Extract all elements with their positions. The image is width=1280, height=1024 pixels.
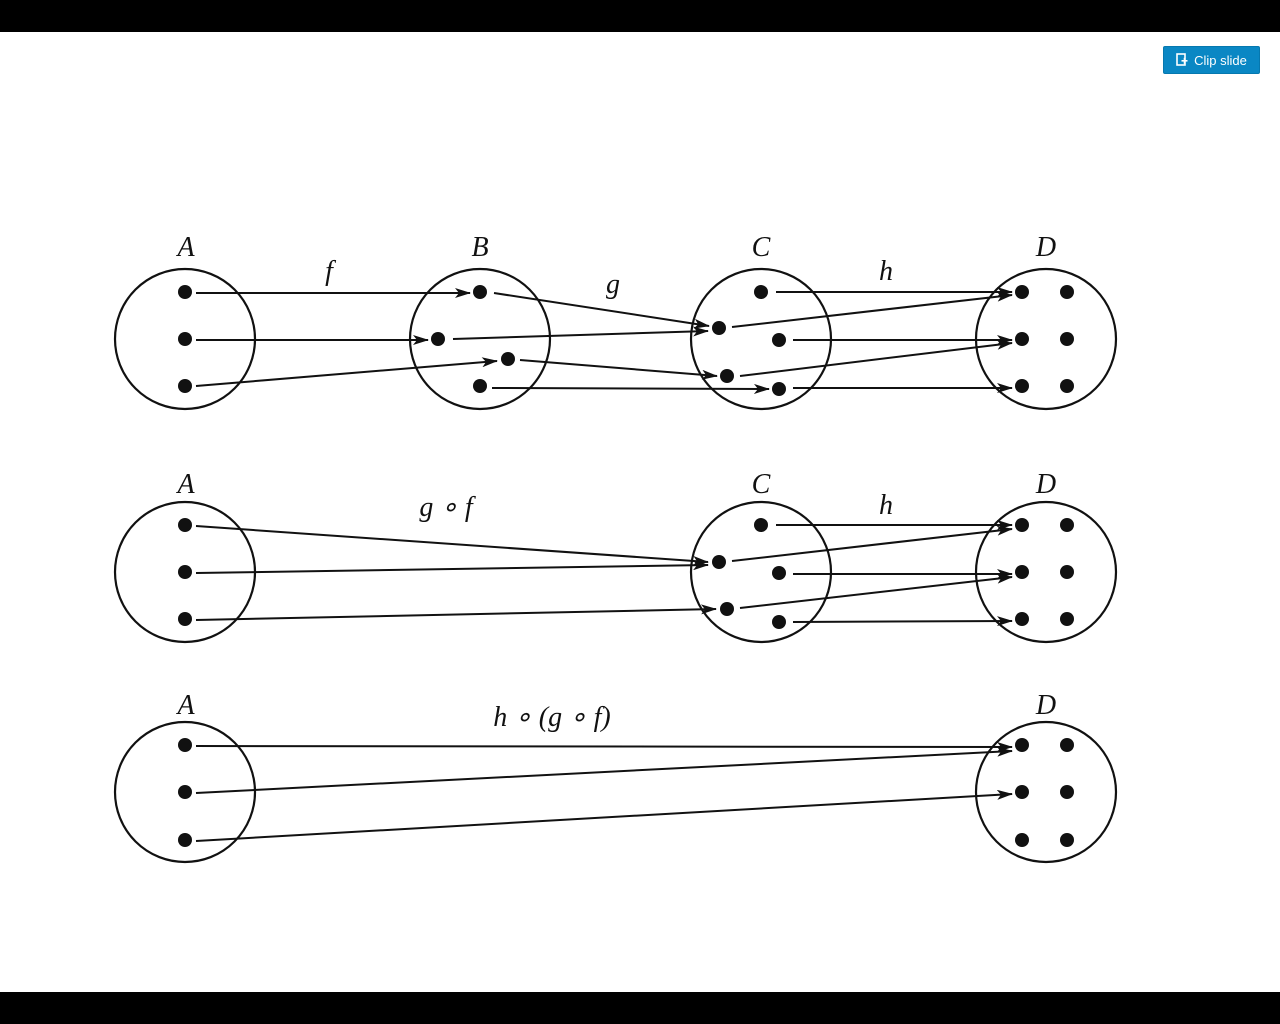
set-label-a: A <box>175 690 195 721</box>
set-label-d: D <box>1035 690 1056 721</box>
slide-canvas <box>0 32 1280 992</box>
mapping-arrow <box>195 357 498 387</box>
set-d <box>974 720 1118 864</box>
element-dot <box>1015 785 1029 799</box>
element-dot <box>178 785 192 799</box>
element-dot <box>1060 285 1074 299</box>
mapping-arrow <box>491 383 770 394</box>
element-dot <box>1060 738 1074 752</box>
mapping-arrow <box>731 525 1013 562</box>
element-dot <box>178 738 192 752</box>
clip-icon <box>1176 53 1188 67</box>
element-dot <box>712 321 726 335</box>
arrow-label-g-of-f: g ∘ f <box>419 492 476 523</box>
mapping-arrow <box>195 560 709 574</box>
clip-slide-label: Clip slide <box>1194 52 1247 68</box>
element-dot <box>431 332 445 346</box>
mapping-arrow <box>195 604 717 621</box>
element-dot <box>1060 785 1074 799</box>
element-dot <box>754 285 768 299</box>
set-label-b: B <box>471 232 488 263</box>
element-dot <box>772 382 786 396</box>
arrow-label-g: g <box>606 269 620 300</box>
mapping-arrow <box>493 292 710 329</box>
element-dot <box>754 518 768 532</box>
element-dot <box>1015 332 1029 346</box>
element-dot <box>1060 518 1074 532</box>
element-dot <box>772 615 786 629</box>
element-dot <box>1060 379 1074 393</box>
element-dot <box>1015 612 1029 626</box>
element-dot <box>473 285 487 299</box>
bottom-bar <box>0 992 1280 1024</box>
arrow-label-h: h <box>879 490 893 521</box>
set-label-d: D <box>1035 469 1056 500</box>
set-d <box>974 500 1118 644</box>
mapping-arrow <box>195 789 1013 842</box>
element-dot <box>772 566 786 580</box>
arrow-label-h: h <box>879 256 893 287</box>
element-dot <box>772 333 786 347</box>
arrow-label-h-of-g-of-f: h ∘ (g ∘ f) <box>493 702 610 733</box>
mapping-arrow <box>195 741 1013 752</box>
element-dot <box>178 565 192 579</box>
element-dot <box>1060 833 1074 847</box>
element-dot <box>1015 285 1029 299</box>
set-c <box>689 500 833 644</box>
element-dot <box>501 352 515 366</box>
row-1: A B C D f g h <box>113 232 1118 411</box>
clip-slide-button[interactable]: Clip slide <box>1163 46 1260 74</box>
set-label-a: A <box>175 469 195 500</box>
element-dot <box>178 285 192 299</box>
mapping-arrow <box>731 291 1013 328</box>
mapping-arrow <box>739 573 1013 609</box>
mapping-arrow <box>739 339 1013 377</box>
element-dot <box>1015 833 1029 847</box>
mapping-arrow <box>519 359 718 380</box>
element-dot <box>1015 518 1029 532</box>
set-label-d: D <box>1035 232 1056 263</box>
top-bar <box>0 0 1280 32</box>
set-label-a: A <box>175 232 195 263</box>
element-dot <box>1060 332 1074 346</box>
row-3: A D h ∘ (g ∘ f) <box>113 690 1118 864</box>
row-2: A C D g ∘ f h <box>113 469 1118 644</box>
element-dot <box>1015 565 1029 579</box>
mapping-arrow <box>195 525 709 566</box>
element-dot <box>1060 565 1074 579</box>
element-dot <box>178 332 192 346</box>
element-dot <box>1015 379 1029 393</box>
element-dot <box>720 602 734 616</box>
element-dot <box>1060 612 1074 626</box>
element-dot <box>712 555 726 569</box>
mapping-arrow <box>195 746 1013 794</box>
element-dot <box>473 379 487 393</box>
element-dot <box>178 379 192 393</box>
set-a <box>113 720 257 864</box>
set-label-c: C <box>752 469 771 500</box>
element-dot <box>178 833 192 847</box>
set-label-c: C <box>752 232 771 263</box>
mapping-arrow <box>452 326 709 340</box>
mapping-arrow <box>792 616 1013 627</box>
element-dot <box>720 369 734 383</box>
arrow-label-f: f <box>325 256 336 287</box>
element-dot <box>178 518 192 532</box>
element-dot <box>1015 738 1029 752</box>
element-dot <box>178 612 192 626</box>
